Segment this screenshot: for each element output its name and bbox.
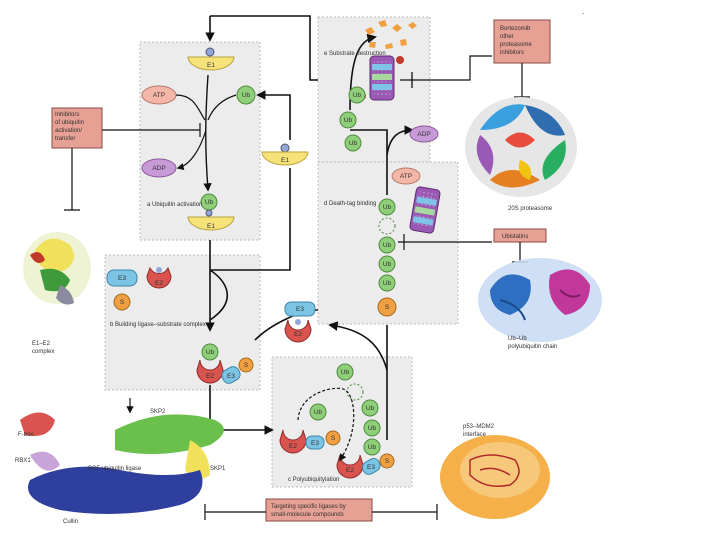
svg-text:other: other <box>500 34 514 40</box>
ubistatin-structure: Ub–Ub polyubiquitin chain <box>478 258 602 350</box>
atp-d-label: ATP <box>400 173 412 180</box>
svg-text:Targeting specific ligases by: Targeting specific ligases by <box>271 504 346 510</box>
panel-e: Ub Ub Ub e Substrate destruction <box>324 20 492 152</box>
s-b2-label: S <box>244 362 249 369</box>
svg-text:polyubiquitin chain: polyubiquitin chain <box>508 344 557 350</box>
e3-b-label: E3 <box>118 275 126 282</box>
inhibitor-box-activation: Inhibitors of ubiquitin activation/ tran… <box>51 107 201 211</box>
svg-text:SKP1: SKP1 <box>210 466 226 472</box>
e3-free-label: E3 <box>296 306 304 313</box>
panel-c-label: c Polyubiquitylation <box>288 477 339 483</box>
e1-top <box>187 56 235 71</box>
e2-free-label: E2 <box>294 331 302 338</box>
ub-a-label: Ub <box>242 92 251 99</box>
e1e2-structure: E1–E2 complex <box>23 232 91 355</box>
e1-middle-label: E1 <box>281 157 289 164</box>
proteasome-barrel-d <box>409 186 441 234</box>
e1-bottom-label: E1 <box>207 223 215 230</box>
p53-mdm2-structure: p53–MDM2 interface <box>440 424 550 519</box>
svg-text:Ubistatins: Ubistatins <box>502 234 528 240</box>
ub-e3-label: Ub <box>349 140 358 147</box>
e2-c1-label: E2 <box>289 443 297 450</box>
svg-text:20S proteasome: 20S proteasome <box>508 206 553 212</box>
e3-c1-label: E3 <box>311 440 319 447</box>
page-mark: - <box>582 10 584 17</box>
svg-text:Inhibitors: Inhibitors <box>55 112 79 118</box>
adp-d-label: ADP <box>417 131 430 138</box>
panel-a-bg <box>139 41 261 241</box>
e2-b-label: E2 <box>155 280 163 287</box>
atp-a-label: ATP <box>153 92 165 99</box>
ub-b-label: Ub <box>206 349 215 356</box>
svg-text:RBX1: RBX1 <box>15 458 31 464</box>
svg-text:Bortezomib: Bortezomib <box>500 26 531 32</box>
scf-ligase-structure: SKP2 SKP1 SCF ubiquitin ligase F-box RBX… <box>15 398 226 525</box>
e1-top-label: E1 <box>207 62 215 69</box>
panel-d-label: d Death-tag binding <box>324 201 376 207</box>
e2-b2-label: E2 <box>206 373 214 380</box>
inhibitor-box-ubistatins: Ubistatins <box>493 228 547 263</box>
panel-b: E3 E2 S b Building ligase–substrate comp… <box>106 266 254 384</box>
ub-c4-label: Ub <box>368 444 377 451</box>
ub-e2-label: Ub <box>344 117 353 124</box>
ub-d3-label: Ub <box>383 261 392 268</box>
ub-d2-label: Ub <box>383 242 392 249</box>
panel-a-label: a Ubiquitin activation <box>147 202 202 208</box>
svg-text:SKP2: SKP2 <box>150 409 166 415</box>
svg-text:p53–MDM2: p53–MDM2 <box>463 424 495 430</box>
s-d-label: S <box>385 304 390 311</box>
inhibitor-box-ligases: Targeting specific ligases by small-mole… <box>204 498 438 522</box>
substrate-fragments <box>365 20 417 49</box>
e1-bottom <box>187 216 235 231</box>
ub-a <box>236 85 256 105</box>
svg-text:E1–E2: E1–E2 <box>32 341 51 347</box>
svg-text:Ub–Ub: Ub–Ub <box>508 336 527 342</box>
ub-c5-label: Ub <box>314 409 323 416</box>
proteasome-barrel-e <box>358 55 404 101</box>
panel-b-label: b Building ligase–substrate complex <box>110 322 206 328</box>
svg-text:F-box: F-box <box>18 432 33 438</box>
adp-a <box>141 158 177 178</box>
panel-e-label: e Substrate destruction <box>324 51 386 57</box>
panel-a: E1 ATP Ub ADP Ub E1 a Ubiquitin activati… <box>141 47 256 231</box>
ub-a2-label: Ub <box>205 199 214 206</box>
ub-c2-label: Ub <box>366 405 375 412</box>
svg-text:activation/: activation/ <box>55 128 82 134</box>
s-b-label: S <box>120 299 125 306</box>
svg-text:Cullin: Cullin <box>63 519 78 525</box>
svg-text:complex: complex <box>32 349 54 355</box>
e3-e2-free: E3 E2 <box>284 301 316 343</box>
svg-text:small-molecule compounds: small-molecule compounds <box>271 512 344 518</box>
ub-d4-label: Ub <box>383 280 392 287</box>
e2-c2-label: E2 <box>346 467 354 474</box>
e3-c2-label: E3 <box>367 464 375 471</box>
s-c1-label: S <box>331 435 336 442</box>
ub-e1-label: Ub <box>353 92 362 99</box>
adp-a-label: ADP <box>152 165 165 172</box>
svg-text:of ubiquitin: of ubiquitin <box>55 120 84 126</box>
svg-text:proteasome: proteasome <box>500 42 532 48</box>
svg-text:inhibitors: inhibitors <box>500 50 524 56</box>
panel-c: Ub Ub Ub Ub Ub E2 E3 S E2 E3 S c Polyubi… <box>279 363 395 483</box>
s-c2-label: S <box>385 458 390 465</box>
e1-middle: E1 <box>261 143 309 166</box>
svg-text:SCF ubiquitin ligase: SCF ubiquitin ligase <box>88 466 142 472</box>
proteasome-structure: 20S proteasome <box>465 97 577 212</box>
ub-c1-label: Ub <box>341 369 350 376</box>
svg-text:interface: interface <box>463 432 487 438</box>
ub-c3-label: Ub <box>368 425 377 432</box>
inhibitor-box-proteasome: Bortezomib other proteasome inhibitors <box>493 19 551 98</box>
panel-d: ADP ATP d Death-tag binding Ub Ub Ub Ub … <box>324 125 492 317</box>
e1-top-site <box>205 47 215 57</box>
ub-d1-label: Ub <box>383 204 392 211</box>
svg-text:transfer: transfer <box>55 136 75 142</box>
e3-b2-label: E3 <box>227 373 235 380</box>
